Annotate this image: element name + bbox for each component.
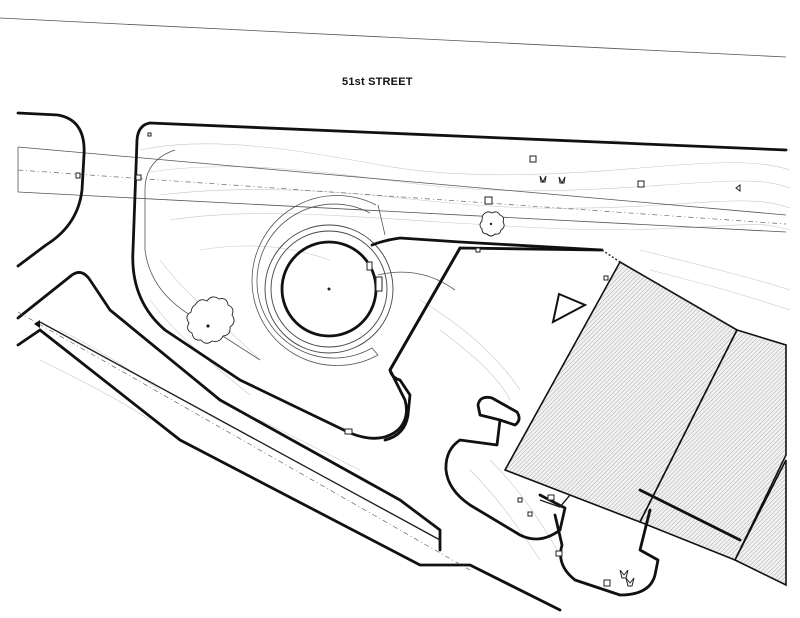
pavilion-connector	[366, 261, 456, 292]
tree-symbol	[186, 296, 235, 344]
pavilion-center-point	[327, 287, 331, 291]
east-building	[638, 329, 787, 562]
drop-off-curb	[131, 121, 602, 440]
drop-off-inner-curve	[144, 149, 261, 361]
access-road-west	[16, 111, 562, 612]
circular-plaza	[251, 195, 394, 366]
street-name-label: 51st STREET	[342, 76, 413, 88]
building-outline-dotted	[601, 249, 787, 346]
tree-symbol	[479, 211, 505, 237]
site-fixtures	[34, 132, 741, 587]
curb-north	[148, 121, 788, 152]
far-east-building	[733, 459, 787, 587]
triangular-pad	[551, 292, 588, 324]
topographic-contours	[39, 139, 791, 561]
building-separator	[638, 488, 742, 542]
walkway-edge	[370, 236, 604, 252]
parcel-boundary	[383, 246, 462, 442]
street-edge-line	[0, 17, 787, 58]
